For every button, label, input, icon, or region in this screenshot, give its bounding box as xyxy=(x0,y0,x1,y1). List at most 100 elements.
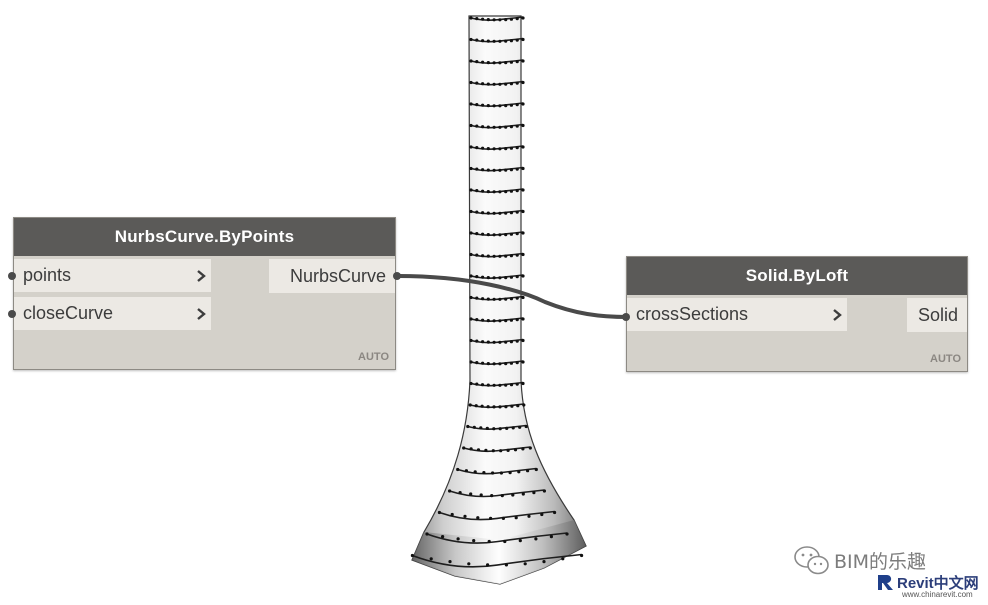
node-nurbscurve-bypoints[interactable]: NurbsCurve.ByPoints points closeCurve Nu… xyxy=(13,217,396,370)
control-point xyxy=(517,470,521,474)
control-point xyxy=(491,471,495,475)
node-solid-byloft[interactable]: Solid.ByLoft crossSections Solid AUTO xyxy=(626,256,968,372)
port-label: closeCurve xyxy=(23,303,114,323)
control-point xyxy=(515,81,519,85)
control-point xyxy=(479,426,483,430)
connector-wire[interactable] xyxy=(397,274,629,319)
input-port-dot[interactable] xyxy=(8,272,16,280)
control-point xyxy=(511,493,515,497)
control-point xyxy=(492,211,496,215)
control-point xyxy=(504,405,508,409)
control-point xyxy=(534,537,538,541)
control-point xyxy=(504,168,508,172)
control-point xyxy=(492,362,496,366)
control-point xyxy=(509,168,513,172)
input-port-dot[interactable] xyxy=(622,313,630,321)
control-point xyxy=(500,494,504,498)
control-point xyxy=(475,167,479,171)
control-point xyxy=(475,81,479,85)
control-point xyxy=(521,492,525,496)
cross-section-curve xyxy=(470,37,524,43)
control-point xyxy=(521,188,525,192)
control-point xyxy=(565,532,569,536)
input-port-dot[interactable] xyxy=(8,310,16,318)
control-point xyxy=(515,275,519,279)
control-point xyxy=(521,231,525,235)
control-point xyxy=(515,339,519,343)
output-port-solid[interactable]: Solid xyxy=(907,298,967,332)
chevron-right-icon xyxy=(831,308,843,321)
control-point xyxy=(481,146,485,150)
control-point xyxy=(469,80,473,85)
input-port-closecurve[interactable]: closeCurve xyxy=(14,297,211,331)
input-port-crosssections[interactable]: crossSections xyxy=(627,298,847,332)
control-point xyxy=(475,38,479,42)
control-point xyxy=(561,557,565,561)
watermark-url: www.chinarevit.com xyxy=(902,590,973,599)
control-point xyxy=(486,276,490,280)
control-point xyxy=(469,209,473,214)
control-point xyxy=(481,125,485,129)
control-point xyxy=(475,146,479,150)
control-point xyxy=(553,510,557,515)
chevron-right-icon xyxy=(195,307,207,320)
control-point xyxy=(521,209,525,214)
control-point xyxy=(469,492,473,496)
control-point xyxy=(509,146,513,150)
lacing-label[interactable]: AUTO xyxy=(930,353,961,365)
control-point xyxy=(515,296,519,300)
control-point xyxy=(475,189,479,193)
control-point xyxy=(504,211,508,215)
control-point xyxy=(498,82,502,86)
control-point xyxy=(469,145,473,149)
control-point xyxy=(429,557,433,561)
control-point xyxy=(486,211,490,215)
output-port-nurbscurve[interactable]: NurbsCurve xyxy=(269,259,395,293)
control-point xyxy=(515,318,519,322)
control-point xyxy=(475,103,479,107)
control-point xyxy=(523,562,527,566)
control-point xyxy=(498,405,502,409)
control-point xyxy=(542,489,547,493)
control-point xyxy=(515,382,519,386)
control-point xyxy=(492,276,496,280)
control-point xyxy=(486,39,490,43)
control-point xyxy=(475,296,479,300)
control-point xyxy=(456,537,460,541)
control-point xyxy=(492,319,496,323)
output-port-dot[interactable] xyxy=(393,272,401,280)
control-point xyxy=(509,60,513,64)
control-point xyxy=(521,381,525,386)
control-point xyxy=(513,448,518,452)
control-point xyxy=(472,425,476,429)
control-point xyxy=(486,362,490,366)
lacing-label[interactable]: AUTO xyxy=(358,351,389,363)
control-point xyxy=(504,125,508,129)
cross-section-curve xyxy=(470,188,524,193)
control-point xyxy=(469,274,473,278)
input-port-points[interactable]: points xyxy=(14,259,211,293)
control-point xyxy=(509,232,513,236)
control-point xyxy=(486,125,490,129)
control-point xyxy=(469,102,473,106)
control-point xyxy=(475,361,479,365)
control-point xyxy=(521,338,525,343)
control-point xyxy=(498,340,502,344)
control-point xyxy=(475,17,479,21)
control-point xyxy=(468,403,472,407)
node-title: NurbsCurve.ByPoints xyxy=(14,218,395,256)
control-point xyxy=(462,446,466,450)
control-point xyxy=(504,297,508,301)
control-point xyxy=(489,516,493,521)
control-point xyxy=(515,361,519,365)
control-point xyxy=(469,252,473,257)
control-point xyxy=(490,494,494,498)
cross-section-curve xyxy=(470,80,524,86)
control-point xyxy=(486,147,490,151)
control-point xyxy=(491,449,495,453)
control-point xyxy=(492,18,496,22)
control-point xyxy=(524,424,528,429)
control-point xyxy=(499,449,503,453)
control-point xyxy=(518,425,522,429)
